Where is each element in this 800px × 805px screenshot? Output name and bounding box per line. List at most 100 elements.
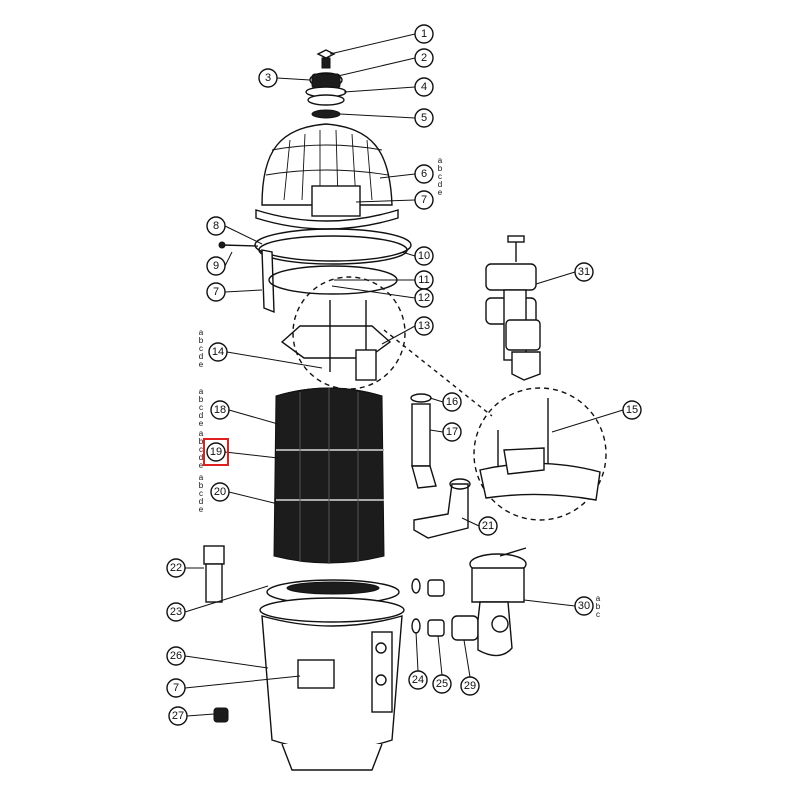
leader-line (184, 585, 269, 613)
callout-17-label: 17 (446, 426, 458, 438)
side-valve-drawing (485, 235, 541, 381)
variant-letter: e (199, 360, 204, 369)
leader-line (381, 325, 416, 345)
callout-22: 22 (166, 558, 186, 578)
callout-14-label: 14 (212, 346, 224, 358)
callout-29-label: 29 (464, 680, 476, 692)
multiport-valve-drawing (469, 547, 527, 657)
leader-line (339, 113, 416, 119)
callout-19-label: 19 (210, 446, 222, 458)
callout-30: 30 (574, 596, 594, 616)
callout-14: 14 (208, 342, 228, 362)
detail-zoom-drawing (383, 329, 607, 521)
callout-15-label: 15 (626, 404, 638, 416)
callout-10: 10 (414, 246, 434, 266)
callout-2: 2 (414, 48, 434, 68)
drain-plug-drawing (213, 707, 229, 723)
callout-6-label: 6 (421, 168, 427, 180)
filter-cartridge-drawing (273, 387, 385, 564)
leader-line (429, 429, 444, 433)
callout-9-label: 9 (213, 260, 219, 272)
leader-line (331, 285, 416, 299)
callout-31-label: 31 (578, 266, 590, 278)
variant-letter: c (199, 403, 203, 412)
leader-line (343, 86, 416, 93)
dome-lid-drawing (255, 123, 399, 230)
leader-line (186, 713, 215, 717)
top-valve-drawing (305, 49, 347, 119)
callout-21-label: 21 (482, 520, 494, 532)
variant-letter: b (199, 395, 204, 404)
variant-letters-20: a b c d e (199, 473, 204, 514)
callout-17: 17 (442, 422, 462, 442)
variant-letter: e (438, 188, 443, 197)
variant-letter: d (199, 453, 203, 462)
variant-letter: c (199, 344, 203, 353)
callout-8: 8 (206, 216, 226, 236)
callout-26: 26 (166, 646, 186, 666)
callout-31: 31 (574, 262, 594, 282)
variant-letter: a (199, 473, 204, 482)
callout-18: 18 (210, 400, 230, 420)
fittings-drawing (411, 578, 479, 641)
leader-line (401, 251, 416, 257)
callout-11: 11 (414, 270, 434, 290)
callout-7-lid: 7 (414, 190, 434, 210)
callout-24-label: 24 (412, 674, 424, 686)
leader-line (329, 33, 416, 55)
variant-letters-19: a b c d e (199, 429, 204, 470)
variant-letter: a (199, 429, 204, 438)
leader-line (379, 173, 416, 179)
top-manifold-drawing (280, 276, 406, 390)
variant-letters-30: a b c (596, 594, 601, 619)
variant-letters-6: a b c d e (438, 156, 443, 197)
leader-line (228, 409, 279, 425)
tank-drawing (259, 597, 405, 771)
callout-6: 6 (414, 164, 434, 184)
variant-letter: e (199, 461, 204, 470)
bottom-manifold-drawing (266, 579, 400, 605)
callout-12: 12 (414, 288, 434, 308)
variant-letter: b (438, 164, 443, 173)
callout-13-label: 13 (418, 320, 430, 332)
callout-22-label: 22 (170, 562, 182, 574)
callout-7-lid-label: 7 (421, 194, 427, 206)
leader-line (415, 631, 419, 672)
callout-25-label: 25 (436, 678, 448, 690)
highlight-box (203, 438, 229, 466)
leader-line (224, 225, 263, 245)
variant-letter: b (199, 481, 204, 490)
callout-18-label: 18 (214, 404, 226, 416)
leader-line (461, 517, 480, 527)
leader-line (228, 491, 279, 505)
variant-letter: b (199, 336, 204, 345)
callout-5: 5 (414, 108, 434, 128)
leader-line (337, 57, 416, 77)
callout-27: 27 (168, 706, 188, 726)
callout-2-label: 2 (421, 52, 427, 64)
variant-letter: a (438, 156, 443, 165)
callout-24: 24 (408, 670, 428, 690)
callout-26-label: 26 (170, 650, 182, 662)
callout-1: 1 (414, 24, 434, 44)
leader-line (226, 351, 323, 369)
leader-line (355, 199, 416, 203)
leader-line (551, 409, 624, 433)
callout-3: 3 (258, 68, 278, 88)
callout-20: 20 (210, 482, 230, 502)
leader-line (523, 599, 576, 607)
callout-7-clamp: 7 (206, 282, 226, 302)
variant-letters-18: a b c d e (199, 387, 204, 428)
callout-13: 13 (414, 316, 434, 336)
leader-line (429, 397, 444, 403)
clamp-band-drawing (218, 228, 412, 314)
leader-line (276, 77, 311, 81)
variant-letter: d (199, 497, 203, 506)
callout-7-tank: 7 (166, 678, 186, 698)
callout-19-highlighted[interactable]: 19 (203, 438, 229, 466)
leader-line (184, 655, 269, 669)
tube-and-elbow-drawing (410, 393, 471, 539)
callout-20-label: 20 (214, 486, 226, 498)
